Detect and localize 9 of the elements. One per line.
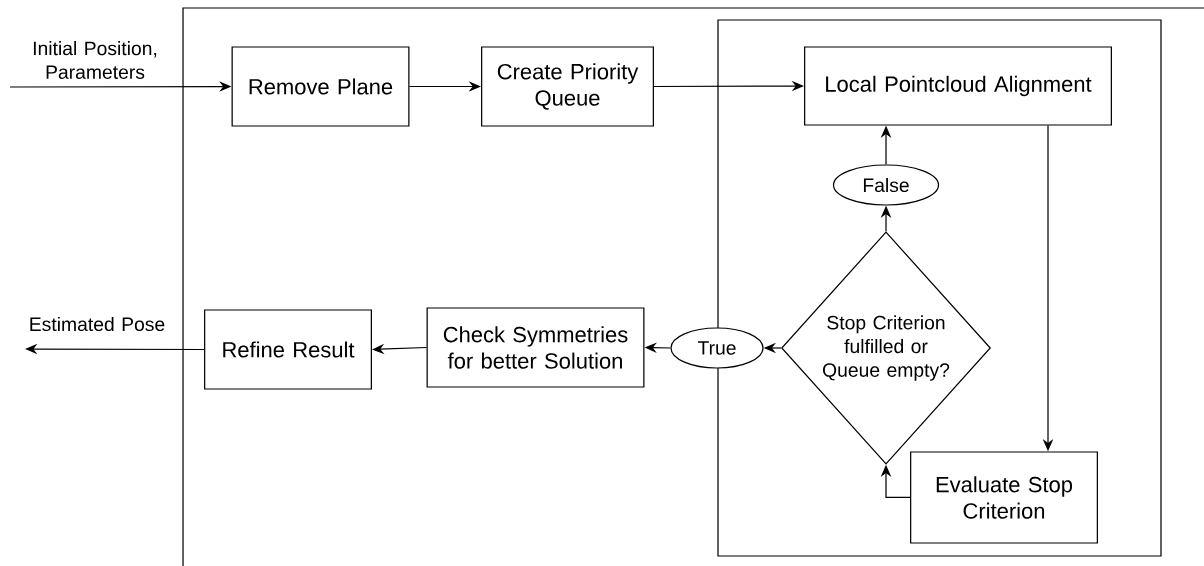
- process-box: Check Symmetries for better Solution: [426, 307, 645, 388]
- edge-label: Estimated Pose: [30, 316, 165, 332]
- process-box: Local Pointcloud Alignment: [804, 46, 1112, 126]
- edge-label: Initial Position, Parameters: [33, 41, 157, 79]
- process-box: Create Priority Queue: [481, 46, 654, 127]
- outer-frame: [182, 7, 1204, 566]
- process-box: Evaluate Stop Criterion: [910, 451, 1098, 544]
- process-box: Refine Result: [204, 309, 372, 390]
- process-box: Remove Plane: [231, 46, 410, 127]
